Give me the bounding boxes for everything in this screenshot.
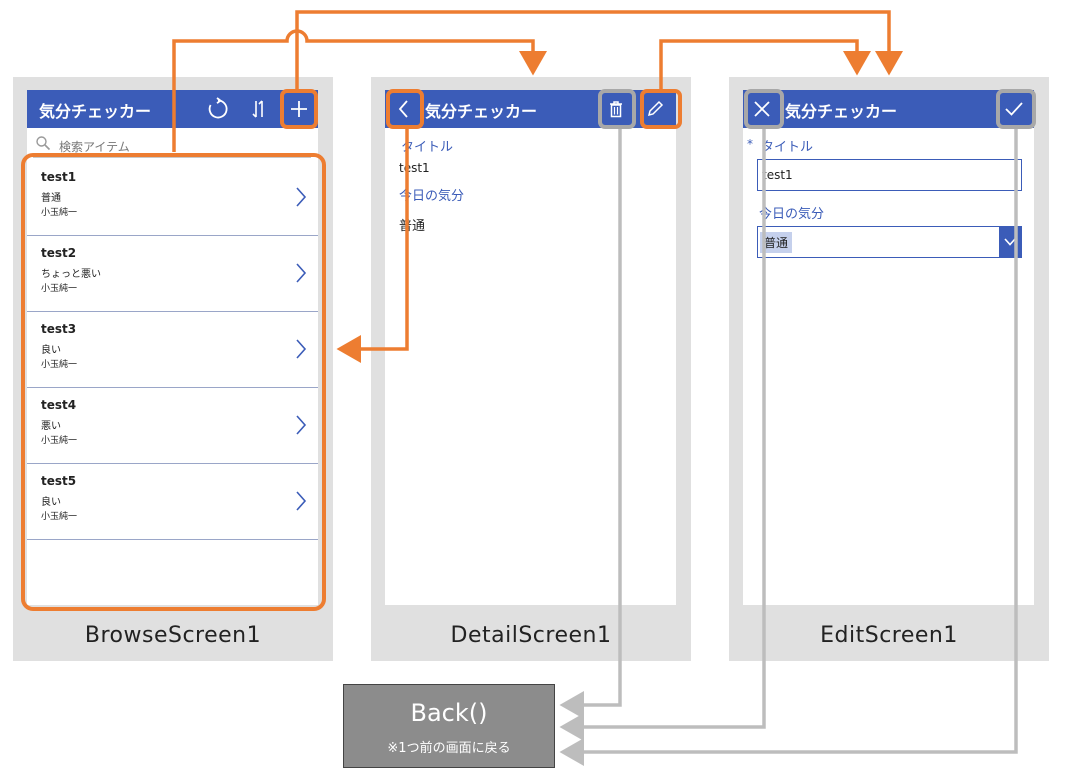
detail-app-bar: 気分チェッカー: [385, 90, 676, 128]
detail-screen-caption: DetailScreen1: [450, 623, 612, 648]
detail-mood-label: 今日の気分: [399, 189, 465, 204]
edit-screen-panel: 気分チェッカー * タイトル test1 今日の気分 普通 EditScreen…: [729, 77, 1049, 661]
gallery-item[interactable]: test3 良い 小玉純一: [27, 312, 318, 388]
back-function-note: ※1つ前の画面に戻る: [387, 741, 511, 756]
gallery-item-mood: 良い: [41, 345, 61, 356]
gallery-item-mood: 普通: [41, 193, 61, 204]
checkmark-icon[interactable]: [999, 94, 1029, 124]
gallery-item-title: test1: [41, 170, 77, 184]
chevron-right-icon[interactable]: [295, 491, 307, 511]
mood-dropdown[interactable]: 普通: [757, 226, 1022, 258]
browse-app-title: 気分チェッカー: [39, 102, 152, 121]
arrow-edit-to-edit-screen: [659, 39, 871, 89]
search-bar[interactable]: 検索アイテム: [33, 134, 311, 158]
edit-app-bar: 気分チェッカー: [743, 90, 1034, 128]
arrow-back-to-browse: [336, 129, 409, 363]
chevron-right-icon[interactable]: [295, 339, 307, 359]
gallery-item-author: 小玉純一: [41, 208, 78, 218]
detail-screen: 気分チェッカー タイトル test1 今日の気分 普通: [385, 90, 676, 605]
arrow-cancel-to-back: [559, 129, 766, 741]
arrow-submit-to-back: [559, 129, 1018, 766]
edit-mood-label: 今日の気分: [759, 207, 825, 222]
highlight-edit-button: [640, 89, 682, 129]
mood-dropdown-value: 普通: [760, 232, 793, 253]
sort-icon[interactable]: [244, 94, 274, 124]
back-chevron-icon[interactable]: [389, 94, 419, 124]
gallery-item[interactable]: test2 ちょっと悪い 小玉純一: [27, 236, 318, 312]
chevron-right-icon[interactable]: [295, 263, 307, 283]
back-function-box: Back() ※1つ前の画面に戻る: [343, 684, 555, 768]
gallery-item[interactable]: test5 良い 小玉純一: [27, 464, 318, 540]
edit-title-label: タイトル: [761, 140, 814, 155]
gallery-item-mood: ちょっと悪い: [41, 269, 101, 280]
pencil-icon[interactable]: [640, 94, 670, 124]
edit-screen-caption: EditScreen1: [820, 623, 958, 648]
edit-app-title: 気分チェッカー: [785, 102, 898, 121]
gallery-item-author: 小玉純一: [41, 436, 78, 446]
browse-gallery[interactable]: test1 普通 小玉純一 test2 ちょっと悪い 小玉純一 test3 良い…: [27, 160, 318, 540]
arrow-delete-to-back: [559, 129, 622, 719]
detail-screen-panel: 気分チェッカー タイトル test1 今日の気分 普通 DetailScreen…: [371, 77, 691, 661]
detail-title-label: タイトル: [401, 140, 454, 155]
chevron-right-icon[interactable]: [295, 415, 307, 435]
gallery-item-mood: 良い: [41, 497, 61, 508]
trash-icon[interactable]: [601, 94, 631, 124]
gallery-item[interactable]: test4 悪い 小玉純一: [27, 388, 318, 464]
gallery-item-author: 小玉純一: [41, 512, 78, 522]
search-underline: [33, 157, 311, 158]
search-icon: [36, 136, 51, 151]
chevron-right-icon[interactable]: [295, 187, 307, 207]
required-mark: *: [747, 137, 753, 151]
browse-screen: 気分チェッカー 検索アイテム test1 普通 小玉純一: [27, 90, 318, 605]
gallery-item-title: test2: [41, 246, 77, 260]
gallery-item-author: 小玉純一: [41, 360, 78, 370]
gallery-item-title: test5: [41, 474, 77, 488]
title-input-value: test1: [762, 168, 793, 182]
highlight-back-chevron: [386, 89, 424, 129]
browse-screen-caption: BrowseScreen1: [84, 623, 262, 648]
detail-app-title: 気分チェッカー: [425, 102, 538, 121]
gallery-item-title: test4: [41, 398, 77, 412]
search-input[interactable]: 検索アイテム: [59, 140, 130, 154]
highlight-cancel-button: [744, 89, 784, 129]
highlight-gallery: [21, 153, 326, 611]
title-input[interactable]: test1: [757, 159, 1022, 191]
highlight-add-button: [280, 89, 318, 129]
gallery-item-author: 小玉純一: [41, 284, 78, 294]
browse-screen-panel: 気分チェッカー 検索アイテム test1 普通 小玉純一: [13, 77, 333, 661]
gallery-item-mood: 悪い: [41, 421, 61, 432]
arrow-gallery-to-detail: [172, 29, 547, 152]
edit-screen: 気分チェッカー * タイトル test1 今日の気分 普通: [743, 90, 1034, 605]
arrow-add-to-edit: [295, 10, 903, 89]
back-function-title: Back(): [410, 699, 488, 727]
gallery-item-title: test3: [41, 322, 77, 336]
gallery-item[interactable]: test1 普通 小玉純一: [27, 160, 318, 236]
add-icon[interactable]: [284, 94, 314, 124]
highlight-submit-button: [996, 89, 1036, 129]
refresh-icon[interactable]: [203, 94, 233, 124]
highlight-delete-button: [598, 89, 636, 129]
close-icon[interactable]: [747, 94, 777, 124]
